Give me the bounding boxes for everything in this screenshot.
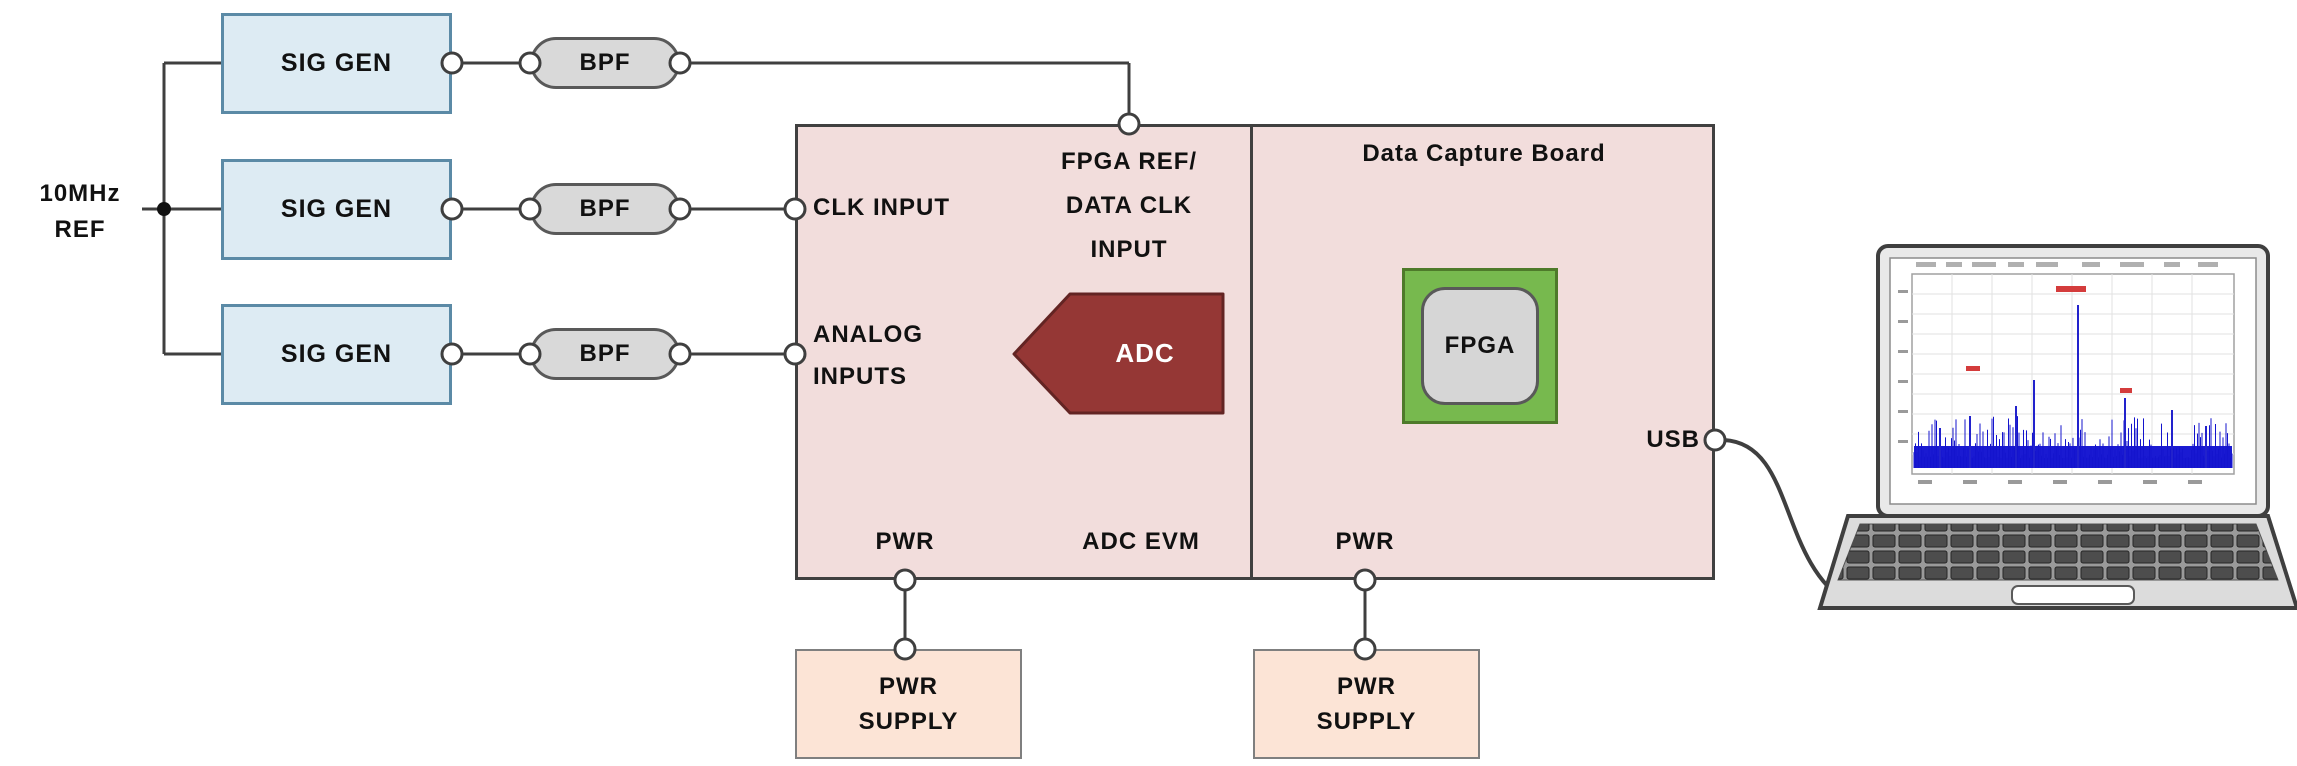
node	[670, 199, 690, 219]
laptop-keys	[1838, 524, 2278, 580]
node	[785, 344, 805, 364]
node	[442, 53, 462, 73]
adc-label: ADC	[1070, 338, 1220, 369]
node	[895, 570, 915, 590]
node	[520, 199, 540, 219]
node	[895, 639, 915, 659]
node	[1355, 639, 1375, 659]
node	[442, 199, 462, 219]
laptop-touchpad	[2012, 586, 2134, 604]
node	[1355, 570, 1375, 590]
fpga-label: FPGA	[1445, 332, 1516, 360]
fpga-chip: FPGA	[1402, 268, 1558, 424]
node	[1119, 114, 1139, 134]
node	[785, 199, 805, 219]
node	[670, 53, 690, 73]
laptop-icon	[1820, 246, 2297, 608]
node	[670, 344, 690, 364]
fpga-chip-inner: FPGA	[1421, 287, 1539, 405]
node	[442, 344, 462, 364]
node	[520, 53, 540, 73]
node	[1705, 430, 1725, 450]
node	[520, 344, 540, 364]
